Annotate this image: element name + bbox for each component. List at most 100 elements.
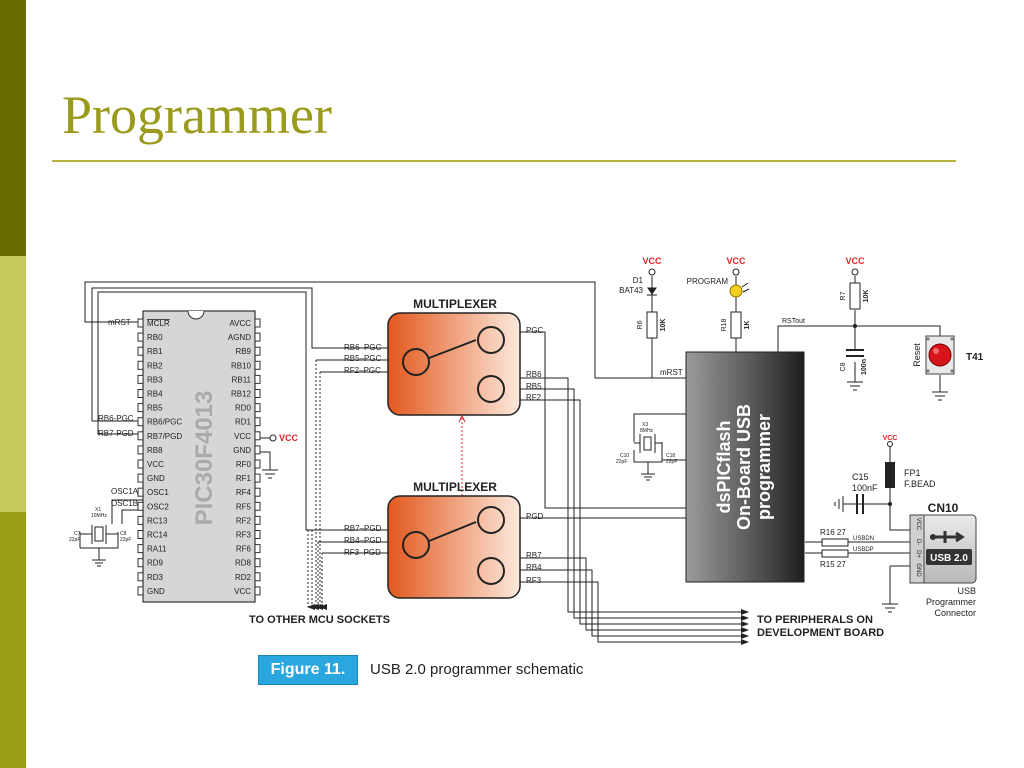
- mux-top: MULTIPLEXER: [387, 297, 521, 416]
- usbdn-net: USBDN: [853, 536, 874, 542]
- left-c8-ref: C8: [120, 531, 127, 537]
- wires: [84, 276, 941, 643]
- title-rule: [52, 160, 956, 162]
- mcu-left-pin-stub: [137, 572, 144, 582]
- cn10-caption-2: Programmer: [926, 597, 976, 607]
- mcu-left-pin-label: VCC: [147, 460, 164, 469]
- led-label: PROGRAM: [687, 277, 729, 286]
- mcu-right-pin-label: VCC: [234, 587, 251, 596]
- fp1-ref: FP1: [904, 468, 921, 478]
- r18-ref: R18: [721, 318, 728, 331]
- mcu-right-pin-stub: [254, 346, 261, 356]
- mcu-left-pin-label: MCLR: [147, 319, 170, 328]
- mcu-left-pin-stub: [137, 501, 144, 511]
- mcu-left-pin-label: RB2: [147, 361, 163, 370]
- mcu-left-pin-stub: [137, 530, 144, 539]
- c8-val: 100n: [861, 359, 868, 375]
- capacitor-c15: [856, 494, 864, 514]
- mux-top-in-0: RB6–PGC: [344, 343, 382, 352]
- programmer-chip: dsPICflash On-Board USB programmer: [685, 351, 805, 583]
- mcu-gnd-symbol: [262, 469, 278, 479]
- mcu-right-pin-label: RF1: [236, 474, 252, 483]
- r6-val: 10K: [660, 319, 667, 332]
- mcu-right-pin-label: RB12: [231, 390, 252, 399]
- mcu-left-pin-label: RA11: [147, 545, 167, 554]
- mcu-left-pin-label: RC13: [147, 516, 168, 525]
- programmer-line1: dsPICflash: [714, 420, 734, 513]
- right-c10-val: 22pF: [616, 459, 627, 465]
- mcu-right-pin-stub: [254, 459, 261, 469]
- mux-bottom-out-rf3: RF3: [526, 576, 542, 585]
- c15-val: 100nF: [852, 483, 878, 493]
- mcu-left-pin-label: RB3: [147, 375, 163, 384]
- fp1-val: F.BEAD: [904, 479, 936, 489]
- mcu-right-pin-label: RB10: [231, 361, 252, 370]
- mcu-left-pin-stub: [137, 318, 144, 328]
- mux-top-out-rb6: RB6: [526, 370, 542, 379]
- right-c18-val: 22pF: [666, 459, 677, 465]
- mcu-right-pin-label: RF3: [236, 531, 252, 540]
- mcu-left-pin-label: RD9: [147, 559, 164, 568]
- mcu-right-pin-stub: [254, 417, 261, 427]
- capacitor-c8: [846, 349, 864, 357]
- mcu-right-pin-label: RD2: [235, 573, 252, 582]
- cn10-pin-dminus: D-: [915, 539, 921, 545]
- mcu-right-pin-label: RB9: [235, 347, 251, 356]
- mcu-left-pin-stub: [137, 389, 144, 398]
- cn10-caption-1: USB: [957, 586, 976, 596]
- led-vcc: VCC: [726, 256, 746, 266]
- mcu-right-pin-label: AGND: [228, 333, 251, 342]
- usb-gnd-symbol: [882, 603, 898, 613]
- diode-d1: [647, 287, 657, 296]
- resistor-r7: [849, 282, 861, 310]
- left-c7-ref: C7: [74, 531, 81, 537]
- mcu-left-pin-stub: [137, 360, 144, 370]
- mux-bottom-in-1: RB4–PGD: [344, 536, 382, 545]
- mcu-left-pin-label: OSC1: [147, 488, 169, 497]
- mcu-right-pin-label: GND: [233, 446, 251, 455]
- mux-top-in-2: RF2–PGC: [344, 366, 381, 375]
- slide-title: Programmer: [62, 85, 332, 145]
- fp1-vcc-terminal: [887, 441, 893, 447]
- net-rb7-pgd: RB7-PGD: [98, 429, 134, 438]
- mcu-right-pin-label: RF0: [236, 460, 252, 469]
- to-peripherals-2: DEVELOPMENT BOARD: [757, 627, 884, 639]
- mcu-right-pin-label: RD8: [235, 559, 252, 568]
- mcu-left-pin-stub: [137, 431, 144, 441]
- mux-top-out-pgc: PGC: [526, 326, 544, 335]
- net-osc1b: OSC1B: [111, 499, 138, 508]
- rstout-net: RSTout: [782, 318, 805, 325]
- programmer-line3: programmer: [754, 414, 774, 520]
- mux-bottom-title: MULTIPLEXER: [413, 480, 497, 494]
- mcu-left-pin-label: RC14: [147, 531, 168, 540]
- cn10-pin-dplus: D+: [915, 550, 921, 558]
- mcu-left-pin-stub: [137, 515, 144, 525]
- c15-gnd-symbol: [834, 496, 844, 512]
- reset-gnd-symbol: [932, 391, 948, 401]
- mcu-right-pins: AVCCAGNDRB9RB10RB11RB12RD0RD1VCCGNDRF0RF…: [228, 318, 261, 596]
- mcu-left-pin-label: GND: [147, 587, 165, 596]
- reset-button: [925, 335, 955, 375]
- mcu-left-pin-label: OSC2: [147, 502, 169, 511]
- figure-label: Figure 11.: [258, 655, 358, 685]
- mux-bottom: MULTIPLEXER: [387, 480, 521, 599]
- mux-top-out-rf2: RF2: [526, 393, 542, 402]
- d1-vcc-terminal: [648, 268, 656, 276]
- mcu-right-pin-label: RD1: [235, 418, 252, 427]
- mcu-right-pin-label: RF6: [236, 545, 252, 554]
- net-rb6-pgc: RB6-PGC: [98, 414, 134, 423]
- c15-ref: C15: [852, 472, 869, 482]
- r16-label: R16 27: [820, 528, 846, 537]
- usbdp-net: USBDP: [853, 547, 874, 553]
- mux-bottom-out-rb7: RB7: [526, 551, 542, 560]
- cn10-pin-gnd: GND: [915, 563, 921, 577]
- mcu-left-pin-stub: [137, 473, 144, 483]
- mcu-right-pin-stub: [254, 389, 261, 398]
- mcu-chip: PIC30F4013 MCLRRB0RB1RB2RB3RB4RB5RB6/PGC…: [137, 310, 261, 603]
- mux-bottom-in-0: RB7–PGD: [344, 524, 382, 533]
- left-crystal-freq: 10MHz: [91, 513, 107, 519]
- mcu-right-pin-stub: [254, 332, 261, 342]
- mcu-right-pin-stub: [254, 501, 261, 511]
- side-bar-top: [0, 0, 26, 256]
- resistor-r15: [821, 549, 849, 558]
